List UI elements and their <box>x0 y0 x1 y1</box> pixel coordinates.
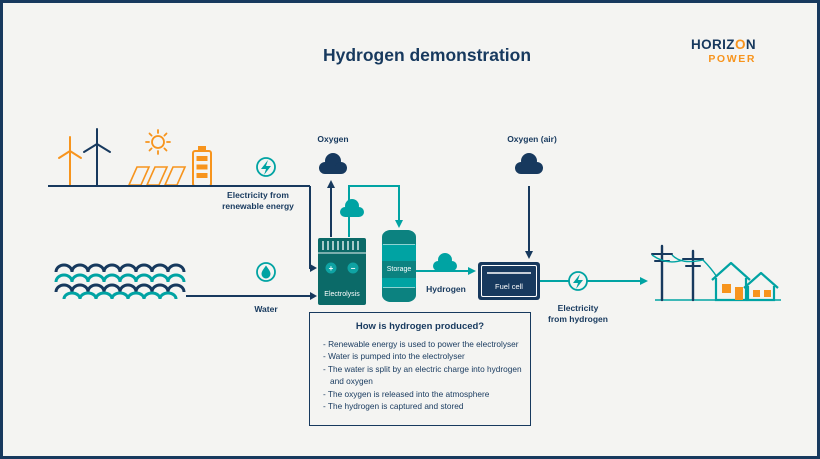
electrolysis-unit: + − <box>318 238 366 305</box>
page-title: Hydrogen demonstration <box>322 45 532 65</box>
logo-power-text: POWER <box>708 52 756 65</box>
oxygen-label: Oxygen <box>317 134 349 144</box>
electrolysis-label: Electrolysis <box>324 291 360 298</box>
electricity-renewable-label: Electricity from renewable energy <box>222 190 294 212</box>
flow-lines <box>48 180 781 301</box>
house-icon <box>711 261 751 302</box>
fuel-cell-label: Fuel cell <box>495 282 523 291</box>
power-pole-icon <box>651 244 704 302</box>
info-bullet: - The hydrogen is captured and stored <box>323 401 464 412</box>
info-bullet: - The water is split by an electric char… <box>323 363 522 387</box>
hydrogen-cloud-icon <box>433 253 457 271</box>
solar-panel-icon <box>127 166 187 186</box>
battery-icon <box>192 146 212 187</box>
electrolysis-plus: + <box>329 264 334 273</box>
logo-horiz: HORIZ <box>690 37 735 52</box>
info-bullet: - Water is pumped into the electrolyser <box>323 351 465 362</box>
water-drop-icon <box>256 262 276 282</box>
fuel-cell-unit <box>478 262 540 300</box>
hydrogen-cloud-icon <box>340 199 364 217</box>
electricity-hydrogen-label: Electricity from hydrogen <box>548 303 608 325</box>
cathode-icon <box>347 262 359 274</box>
oxygen-cloud-icon <box>515 153 543 174</box>
horizon-power-logo: HORIZON POWER <box>680 38 756 64</box>
storage-label: Storage <box>386 266 412 273</box>
info-box-title: How is hydrogen produced? <box>355 321 485 332</box>
lightning-icon <box>256 157 276 177</box>
water-label: Water <box>254 304 278 314</box>
oxygen-air-label: Oxygen (air) <box>507 134 557 144</box>
info-box-bullets: - Renewable energy is used to power the … <box>323 338 522 413</box>
sun-icon <box>145 129 171 155</box>
water-waves-icon <box>54 263 186 300</box>
logo-n: N <box>745 37 756 52</box>
wind-turbine-icon <box>58 136 82 187</box>
electrolysis-minus: − <box>351 264 356 273</box>
info-bullet: - The oxygen is released into the atmosp… <box>323 388 490 399</box>
storage-tank <box>382 230 416 302</box>
info-box: How is hydrogen produced? - Renewable en… <box>309 312 531 426</box>
lightning-icon <box>568 271 588 291</box>
anode-icon <box>325 262 337 274</box>
logo-horizon-text: HORIZON <box>680 38 756 52</box>
oxygen-cloud-icon <box>319 153 347 174</box>
logo-orange-o: O <box>734 37 746 52</box>
house-icon <box>743 271 779 302</box>
hydrogen-label: Hydrogen <box>426 284 466 294</box>
wind-turbine-icon <box>83 128 111 187</box>
info-bullet: - Renewable energy is used to power the … <box>323 339 519 349</box>
